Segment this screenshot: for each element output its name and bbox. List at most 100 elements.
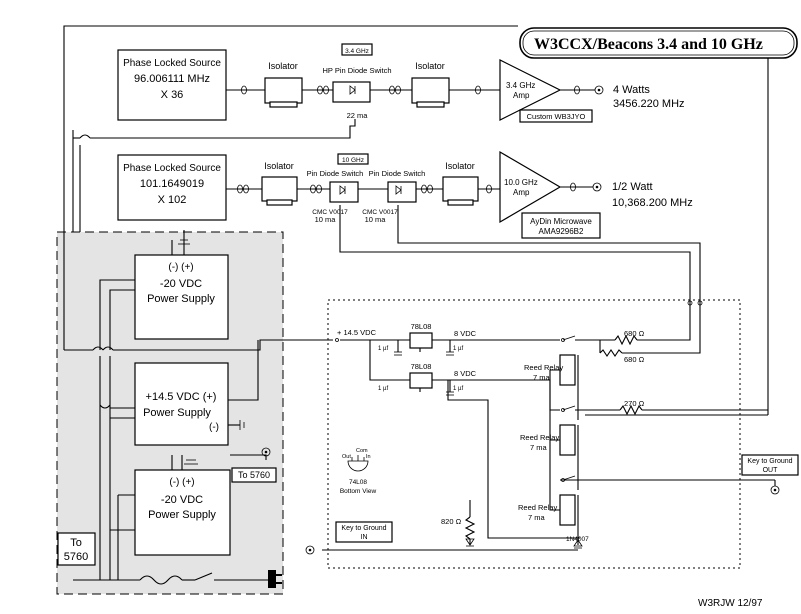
svg-text:10.0 GHz: 10.0 GHz	[504, 178, 538, 187]
key-to-ground-out-box	[741, 454, 799, 476]
svg-text:3.4 GHz: 3.4 GHz	[345, 48, 369, 55]
band-tag-10ghz	[337, 153, 369, 165]
pinout-74l08	[347, 455, 369, 472]
amp-2-note-2: AMA9296B2	[539, 227, 584, 236]
svg-text:1 µf: 1 µf	[453, 386, 463, 392]
svg-text:Amp: Amp	[513, 188, 530, 197]
supply-3-voltage: -20 VDC	[161, 494, 203, 506]
isolator-label-1: Isolator	[268, 61, 298, 71]
cmc-label-1: CMC V0017	[312, 209, 348, 216]
source-2-title: Phase Locked Source	[123, 163, 221, 174]
band-tag-3-4ghz	[341, 43, 373, 56]
svg-text:5760: 5760	[64, 551, 88, 563]
svg-text:Power Supply: Power Supply	[143, 407, 211, 419]
control-board-outline	[327, 299, 741, 569]
title-box	[519, 27, 798, 59]
key-to-ground-in-box	[335, 521, 393, 543]
ground-symbol-2	[239, 420, 245, 430]
amp-1-frequency: 3456.220 MHz	[613, 98, 685, 110]
resistor-820: 820 Ω	[441, 517, 462, 526]
relay-contacts	[561, 335, 576, 482]
source-1-multiplier: X 36	[161, 89, 184, 101]
svg-text:(-) (+): (-) (+)	[169, 477, 194, 488]
led-icon	[465, 538, 475, 547]
key-in-connector	[305, 545, 315, 555]
svg-text:Out: Out	[342, 454, 351, 460]
pin-switch-label-2: Pin Diode Switch	[369, 169, 426, 178]
resistor-680-2: 680 Ω	[624, 355, 645, 364]
amp-1-power: 4 Watts	[613, 84, 650, 96]
to-5760-box	[231, 467, 277, 483]
amp-2-note-1: AyDin Microwave	[530, 217, 592, 226]
amp-10ghz	[499, 150, 562, 224]
amp-2-note-box	[521, 212, 601, 239]
svg-text:In: In	[366, 454, 371, 460]
supply-2-voltage: +14.5 VDC (+)	[146, 391, 217, 403]
svg-text:Reed Relay: Reed Relay	[518, 503, 557, 512]
svg-text:Key to Ground: Key to Ground	[747, 458, 792, 465]
rf-output-connector-2	[592, 182, 602, 192]
amp-3-4ghz	[499, 59, 562, 121]
svg-text:To: To	[70, 537, 82, 549]
source-2-frequency: 101.1649019	[140, 178, 204, 190]
isolator-4	[442, 176, 479, 202]
connector-to-5760	[261, 447, 271, 457]
connector-marks	[237, 85, 580, 194]
to-5760-box-2	[57, 532, 96, 566]
ground-symbol-1	[178, 239, 190, 245]
isolator-label-3: Isolator	[264, 161, 294, 171]
amp-1-note: Custom WB3JYO	[527, 112, 586, 121]
power-supply-1	[134, 254, 229, 340]
hp-switch-current: 22 ma	[347, 111, 369, 120]
reed-relay-2	[559, 424, 576, 456]
regulator-1	[409, 332, 433, 349]
reed-relay-3	[559, 494, 576, 526]
phase-locked-source-1	[117, 49, 227, 121]
amp-1-note-box	[519, 109, 593, 123]
source-1-title: Phase Locked Source	[123, 58, 221, 69]
isolator-label-2: Isolator	[415, 61, 445, 71]
control-vin: + 14.5 VDC	[337, 328, 377, 337]
source-1-frequency: 96.006111 MHz	[134, 73, 210, 85]
isolator-1	[264, 77, 303, 104]
svg-text:Key to Ground: Key to Ground	[341, 525, 386, 532]
reed-relay-1	[559, 354, 576, 386]
svg-text:Com: Com	[356, 448, 368, 454]
diagram-title: W3CCX/Beacons 3.4 and 10 GHz	[534, 36, 763, 53]
pin-diode-switch-2	[387, 181, 417, 203]
isolator-label-4: Isolator	[445, 161, 475, 171]
regulator-2	[409, 372, 433, 389]
resistor-680-1: 680 Ω	[624, 329, 645, 338]
phase-locked-source-2	[117, 154, 227, 221]
source-2-multiplier: X 102	[158, 194, 187, 206]
supply-1-voltage: -20 VDC	[160, 278, 202, 290]
svg-text:Bottom View: Bottom View	[340, 488, 377, 495]
ac-plug-icon	[268, 570, 282, 588]
svg-text:Power Supply: Power Supply	[147, 293, 215, 305]
svg-text:OUT: OUT	[763, 467, 779, 474]
svg-text:Reed Relay: Reed Relay	[524, 363, 563, 372]
svg-text:Reed Relay: Reed Relay	[520, 433, 559, 442]
svg-text:7 ma: 7 ma	[530, 443, 548, 452]
diode-1n4007: 1N4007	[566, 536, 589, 543]
resistor-270: 270 Ω	[624, 399, 645, 408]
svg-text:3.4 GHz: 3.4 GHz	[506, 81, 535, 90]
svg-text:(-) (+): (-) (+)	[168, 262, 193, 273]
cmc-current-1: 10 ma	[315, 215, 337, 224]
svg-text:Amp: Amp	[513, 91, 530, 100]
svg-text:7 ma: 7 ma	[533, 373, 551, 382]
svg-text:IN: IN	[361, 534, 368, 541]
isolator-3	[261, 176, 298, 202]
author-credit: W3RJW 12/97	[698, 598, 763, 609]
svg-text:78L08: 78L08	[411, 362, 432, 371]
pin-diode-switch-1	[329, 181, 359, 203]
svg-text:1 µf: 1 µf	[378, 346, 388, 352]
svg-text:74L08: 74L08	[349, 479, 367, 486]
amp-2-frequency: 10,368.200 MHz	[612, 197, 693, 209]
svg-text:1 µf: 1 µf	[378, 386, 388, 392]
power-supply-3	[134, 469, 231, 556]
ground-symbol-3	[184, 459, 198, 465]
cmc-label-2: CMC V0017	[362, 209, 398, 216]
svg-text:7 ma: 7 ma	[528, 513, 546, 522]
